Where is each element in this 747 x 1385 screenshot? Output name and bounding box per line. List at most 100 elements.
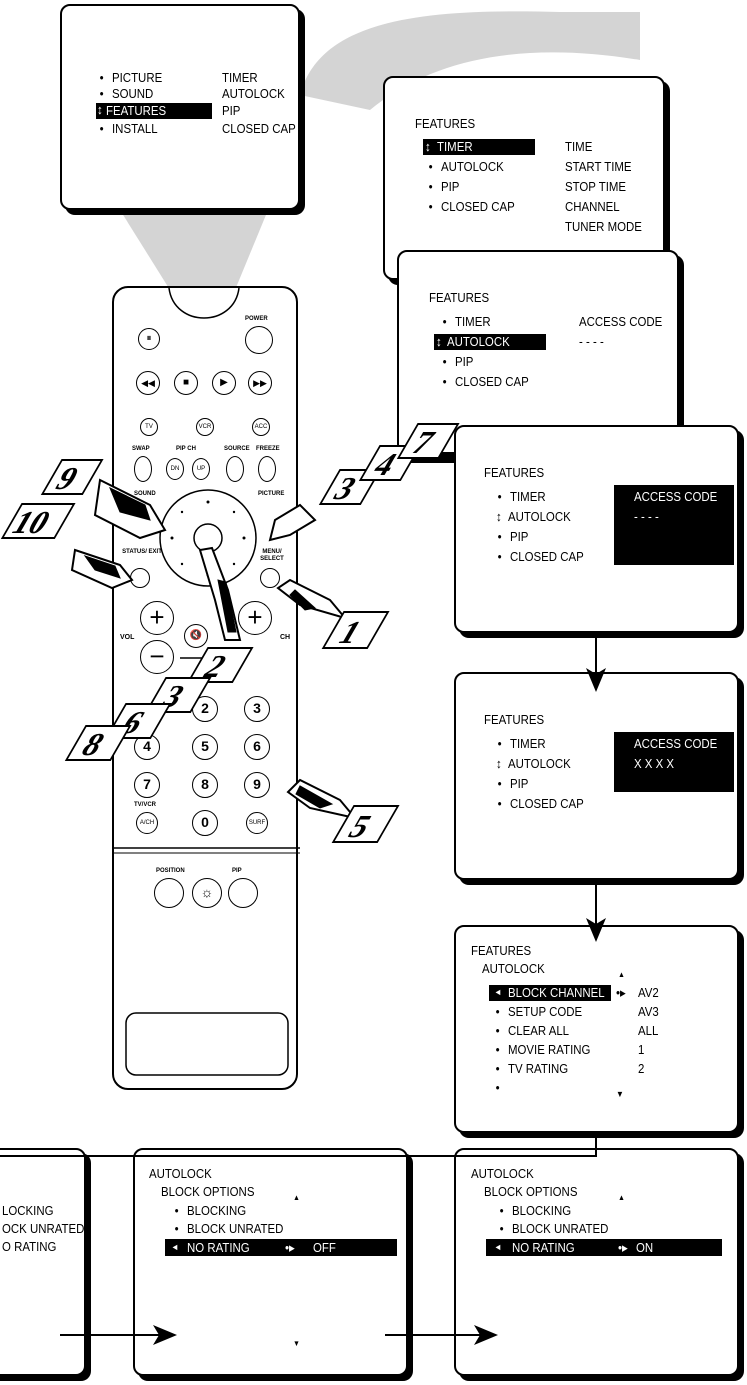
submenu-pip: PIP — [222, 103, 241, 118]
option-channel: CHANNEL — [565, 199, 620, 214]
screen-subtitle: AUTOLOCK — [482, 961, 545, 976]
value-1: 1 — [638, 1042, 645, 1057]
option-blocking: LOCKING — [2, 1203, 54, 1218]
menu-item-pip: PIP — [429, 179, 460, 194]
block-options-cropped-screen: LOCKING OCK UNRATED O RATING — [0, 1148, 86, 1376]
value-on: ON — [636, 1240, 654, 1255]
tv-vcr-label: TV/VCR — [134, 802, 157, 808]
scroll-up-icon: ▲ — [293, 1193, 300, 1202]
digit-7-button[interactable]: 7 — [134, 772, 160, 798]
features-timer-screen: FEATURES ↕ TIMER AUTOLOCK PIP CLOSED CAP… — [383, 76, 665, 280]
step-badge-1: 1 — [321, 611, 390, 650]
access-code-value: X X X X — [634, 756, 675, 771]
value-av3: AV3 — [638, 1004, 659, 1019]
block-options-off-screen: AUTOLOCK BLOCK OPTIONS ▲ BLOCKING BLOCK … — [133, 1148, 408, 1376]
digit-8-button[interactable]: 8 — [192, 772, 218, 798]
block-channel-highlight — [489, 985, 611, 1001]
digit-6-button[interactable]: 6 — [244, 734, 270, 760]
volume-up-button[interactable]: + — [140, 601, 174, 635]
volume-down-button[interactable]: − — [140, 640, 174, 674]
option-stop-time: STOP TIME — [565, 179, 627, 194]
fast-forward-button[interactable]: ▶▶ — [248, 371, 272, 395]
rewind-button[interactable]: ◀◀ — [136, 371, 160, 395]
block-channel-screen: FEATURES AUTOLOCK ▲ ◄ BLOCK CHANNEL •▸ S… — [454, 925, 739, 1133]
option-block-unrated: BLOCK UNRATED — [175, 1221, 284, 1236]
status-exit-label: STATUS/ EXIT — [122, 549, 162, 555]
menu-item-closed-cap: CLOSED CAP — [429, 199, 515, 214]
step-badge-7: 7 — [396, 423, 460, 460]
step-badge-3-top: 3 — [318, 469, 382, 506]
menu-item-features-highlight — [96, 103, 212, 119]
pause-button[interactable]: ⏸ — [138, 328, 160, 350]
no-rating-highlight — [165, 1239, 397, 1256]
updown-arrow-icon: ↕ — [496, 509, 502, 524]
submenu-autolock: AUTOLOCK — [222, 86, 285, 101]
screen-title: FEATURES — [484, 712, 545, 727]
remote-outline — [114, 288, 300, 1076]
option-time: TIME — [565, 139, 593, 154]
hand-icon — [268, 503, 317, 542]
tv-button[interactable]: TV — [140, 418, 158, 436]
timer-highlight — [423, 139, 535, 155]
ch-label: CH — [280, 634, 291, 641]
digit-9-button[interactable]: 9 — [244, 772, 270, 798]
submenu-timer: TIMER — [222, 70, 258, 85]
select-arrow-icon: •▸ — [285, 1240, 295, 1255]
menu-item-install: INSTALL — [100, 121, 158, 136]
swap-label: SWAP — [132, 446, 150, 452]
menu-item-pip: PIP — [498, 776, 529, 791]
light-button[interactable]: ☼ — [192, 878, 222, 908]
menu-item-movie-rating: MOVIE RATING — [496, 1042, 591, 1057]
step-badge-8: 8 — [64, 725, 132, 762]
value-all: ALL — [638, 1023, 659, 1038]
source-label: SOURCE — [224, 446, 250, 452]
value-av2: AV2 — [638, 985, 659, 1000]
play-button[interactable]: ▶ — [212, 371, 236, 395]
option-block-unrated: OCK UNRATED — [2, 1221, 85, 1236]
channel-up-button[interactable]: + — [238, 601, 272, 635]
menu-select-label: MENU/ SELECT — [260, 549, 284, 562]
screen-title: FEATURES — [471, 943, 532, 958]
acc-button[interactable]: ACC — [252, 418, 270, 436]
pip-button[interactable] — [228, 878, 258, 908]
access-code-box — [614, 732, 734, 792]
menu-item-block-channel: BLOCK CHANNEL — [508, 985, 605, 1000]
swap-button[interactable] — [134, 456, 152, 482]
access-code-label: ACCESS CODE — [634, 736, 718, 751]
select-arrow-icon: •▸ — [616, 985, 626, 1000]
main-menu-screen: PICTURE SOUND FEATURES ↕ INSTALL TIMER A… — [60, 4, 300, 210]
step-badge-5: 5 — [331, 805, 400, 844]
stop-button[interactable]: ■ — [174, 371, 198, 395]
position-label: POSITION — [156, 868, 185, 874]
a-ch-button[interactable]: A/CH — [136, 812, 158, 834]
power-label: POWER — [245, 316, 268, 322]
menu-item-timer: TIMER — [498, 736, 546, 751]
features-autolock-screen: FEATURES TIMER ↕ AUTOLOCK PIP CLOSED CAP… — [397, 250, 679, 454]
power-button[interactable] — [245, 326, 273, 354]
source-button[interactable] — [226, 456, 244, 482]
option-start-time: START TIME — [565, 159, 632, 174]
select-arrow-icon: •▸ — [618, 1240, 628, 1255]
mute-button[interactable]: 🔇 — [184, 624, 208, 648]
menu-select-button[interactable] — [260, 568, 280, 588]
digit-5-button[interactable]: 5 — [192, 734, 218, 760]
pip-ch-up-button[interactable]: UP — [192, 458, 210, 480]
surf-button[interactable]: SURF — [246, 812, 268, 834]
scroll-down-icon: ▼ — [616, 1089, 624, 1099]
menu-item-autolock: AUTOLOCK — [429, 159, 504, 174]
freeze-button[interactable] — [258, 456, 276, 482]
position-button[interactable] — [154, 878, 184, 908]
step-badge-9: 9 — [40, 459, 104, 496]
pip-ch-down-button[interactable]: DN — [166, 458, 184, 480]
picture-label: PICTURE — [258, 491, 285, 497]
menu-item-features: FEATURES — [106, 103, 167, 118]
vcr-button[interactable]: VCR — [196, 418, 214, 436]
digit-3-button[interactable]: 3 — [244, 696, 270, 722]
screen-title: FEATURES — [415, 116, 476, 131]
access-code-filled-screen: FEATURES TIMER ↕ AUTOLOCK PIP CLOSED CAP… — [454, 672, 739, 880]
no-rating-highlight — [486, 1239, 722, 1256]
digit-0-button[interactable]: 0 — [192, 810, 218, 836]
menu-item-closed-cap: CLOSED CAP — [498, 796, 584, 811]
